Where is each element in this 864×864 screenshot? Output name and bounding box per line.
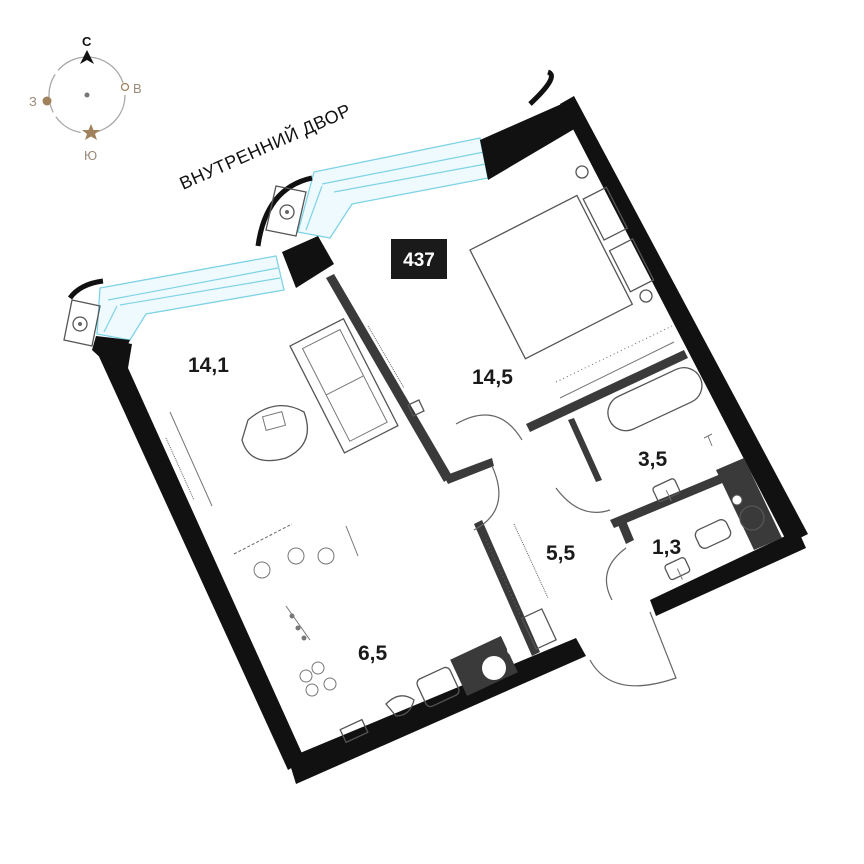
compass-south-label: Ю [84,148,97,163]
interior-walls [326,274,782,656]
room-area-bedroom: 14,5 [472,366,513,389]
doors [455,414,677,687]
toilet-icon [694,519,732,549]
balcony-door-right [255,69,554,247]
compass-east-label: В [133,81,142,96]
stove-burners-icon [299,661,337,697]
faucet-icon [703,433,713,447]
compass-east-marker-icon [120,82,130,92]
compass: С З В Ю [29,34,142,163]
sofa-icon [289,317,399,454]
wall-pier-center [282,236,334,288]
dining-set-icon [233,523,359,641]
north-arrow-icon [80,50,94,64]
door-bedroom [455,414,523,441]
balcony-door-left [63,278,104,347]
room-area-hall: 5,5 [546,542,576,565]
room-area-kitchen: 6,5 [358,642,388,665]
room-area-wc: 1,3 [652,536,681,559]
washing-machine-icon [739,505,765,531]
wall-north-pier [480,102,576,180]
windows [96,137,489,341]
coffee-table-icon [241,405,309,462]
compass-west-marker-icon [42,96,52,106]
bathtub-icon [607,367,703,432]
nightstand-lamp-icon [575,165,589,179]
room-area-living: 14,1 [188,354,229,377]
kitchen-appliances [299,636,518,744]
shoe-cabinet-icon [520,608,558,650]
apartment-number-badge: 437 [391,239,447,279]
hall-wardrobe-icon [485,523,558,650]
bed-icon [469,186,655,360]
door-living [473,465,500,531]
door-bath [555,487,611,513]
apartment-number: 437 [403,250,435,271]
sink-icon [652,478,681,503]
tv-unit-icon [169,411,213,507]
oven-icon [339,718,369,744]
compass-south-star-icon [82,124,100,140]
compass-west-label: З [29,94,37,109]
nightstand-lamp-icon [639,289,653,303]
compass-north-label: С [82,34,92,49]
lamp-icon [407,399,425,417]
wc-sink-icon [664,557,691,581]
wall-south [288,638,586,784]
window-living [96,255,285,341]
exterior-walls [92,96,808,784]
wardrobe-icon [555,325,675,399]
wall-east [560,96,808,544]
door-wc [605,547,627,601]
window-bedroom [297,137,489,239]
cooktop-icon [385,695,415,717]
door-entrance [589,611,677,687]
wall-west [96,338,305,770]
kitchen-sink-icon [416,666,460,708]
compass-center-dot [84,92,90,98]
room-area-bathroom: 3,5 [638,448,668,471]
wall-south-east [650,530,806,616]
